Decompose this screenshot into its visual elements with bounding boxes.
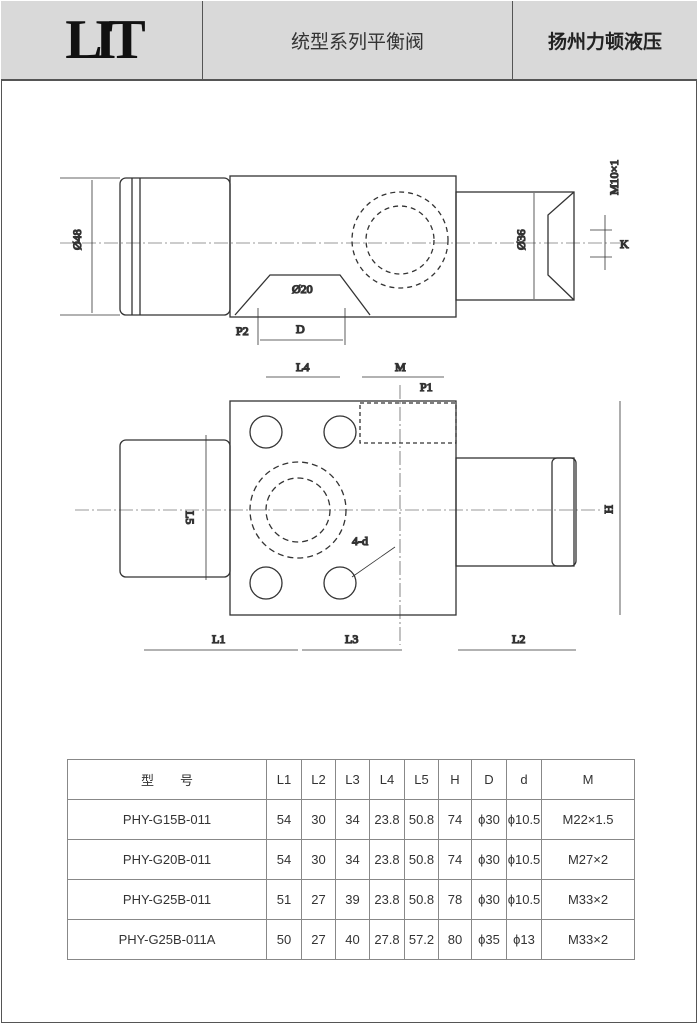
technical-drawing: Ø48 Ø36 Ø20 M10×1 K P2 D L4 M P1 L5 H 4-… — [60, 159, 630, 651]
table-cell: 74 — [438, 839, 472, 880]
table-cell: 50 — [266, 919, 302, 960]
table-cell: PHY-G20B-011 — [67, 839, 267, 880]
table-cell: ϕ30 — [471, 879, 507, 920]
header-cell: 型 号 — [67, 759, 267, 800]
table-cell: ϕ10.5 — [506, 799, 542, 840]
table-cell: 80 — [438, 919, 472, 960]
table-cell: ϕ35 — [471, 919, 507, 960]
table-cell: M27×2 — [541, 839, 635, 880]
header: LIT 统型系列平衡阀 扬州力顿液压 — [1, 1, 697, 81]
label-m10: M10×1 — [607, 160, 621, 195]
table-cell: 40 — [335, 919, 370, 960]
side-view — [60, 175, 620, 345]
table-cell: 27 — [301, 919, 336, 960]
label-d36: Ø36 — [514, 229, 528, 250]
label-h: H — [602, 505, 616, 514]
table-header-row: 型 号 L1 L2 L3 L4 L5 H D d M — [67, 759, 635, 800]
header-cell: M — [541, 759, 635, 800]
header-cell: D — [471, 759, 507, 800]
label-l4: L4 — [296, 360, 309, 374]
label-l3: L3 — [345, 632, 358, 646]
top-view — [75, 376, 621, 651]
label-hole: 4-d — [352, 534, 368, 548]
table-cell: ϕ10.5 — [506, 839, 542, 880]
table-cell: 74 — [438, 799, 472, 840]
label-l1: L1 — [212, 632, 225, 646]
table-cell: 23.8 — [369, 799, 405, 840]
table-cell: 50.8 — [404, 839, 439, 880]
table-cell: PHY-G25B-011 — [67, 879, 267, 920]
header-cell: L1 — [266, 759, 302, 800]
table-cell: 50.8 — [404, 799, 439, 840]
table-cell: M22×1.5 — [541, 799, 635, 840]
header-cell: d — [506, 759, 542, 800]
table-cell: 78 — [438, 879, 472, 920]
table-cell: 54 — [266, 839, 302, 880]
table-cell: 30 — [301, 839, 336, 880]
label-p1: P1 — [420, 380, 433, 394]
table-cell: ϕ13 — [506, 919, 542, 960]
table-cell: 27.8 — [369, 919, 405, 960]
header-cell: L3 — [335, 759, 370, 800]
table-cell: 34 — [335, 799, 370, 840]
logo: LIT — [1, 1, 203, 79]
table-cell: ϕ30 — [471, 839, 507, 880]
table-cell: 30 — [301, 799, 336, 840]
header-cell: L4 — [369, 759, 405, 800]
label-d: D — [296, 322, 305, 336]
page-title: 统型系列平衡阀 — [203, 1, 513, 79]
table-cell: 23.8 — [369, 839, 405, 880]
table-cell: 39 — [335, 879, 370, 920]
table-cell: M33×2 — [541, 879, 635, 920]
label-l2: L2 — [512, 632, 525, 646]
label-p2: P2 — [236, 324, 249, 338]
table-cell: PHY-G25B-011A — [67, 919, 267, 960]
logo-text: LIT — [65, 9, 145, 71]
table-cell: 50.8 — [404, 879, 439, 920]
header-cell: L2 — [301, 759, 336, 800]
table-cell: 27 — [301, 879, 336, 920]
table-cell: 23.8 — [369, 879, 405, 920]
table-cell: 51 — [266, 879, 302, 920]
table-cell: ϕ10.5 — [506, 879, 542, 920]
table-cell: 57.2 — [404, 919, 439, 960]
header-cell: H — [438, 759, 472, 800]
label-k: K — [620, 237, 629, 251]
table-cell: 34 — [335, 839, 370, 880]
header-cell: L5 — [404, 759, 439, 800]
label-d48: Ø48 — [70, 229, 84, 250]
table-cell: M33×2 — [541, 919, 635, 960]
table-cell: PHY-G15B-011 — [67, 799, 267, 840]
label-d20: Ø20 — [292, 282, 313, 296]
company-name: 扬州力顿液压 — [547, 31, 662, 53]
label-l5: L5 — [183, 511, 197, 524]
table-cell: ϕ30 — [471, 799, 507, 840]
label-m: M — [395, 360, 406, 374]
table-cell: 54 — [266, 799, 302, 840]
